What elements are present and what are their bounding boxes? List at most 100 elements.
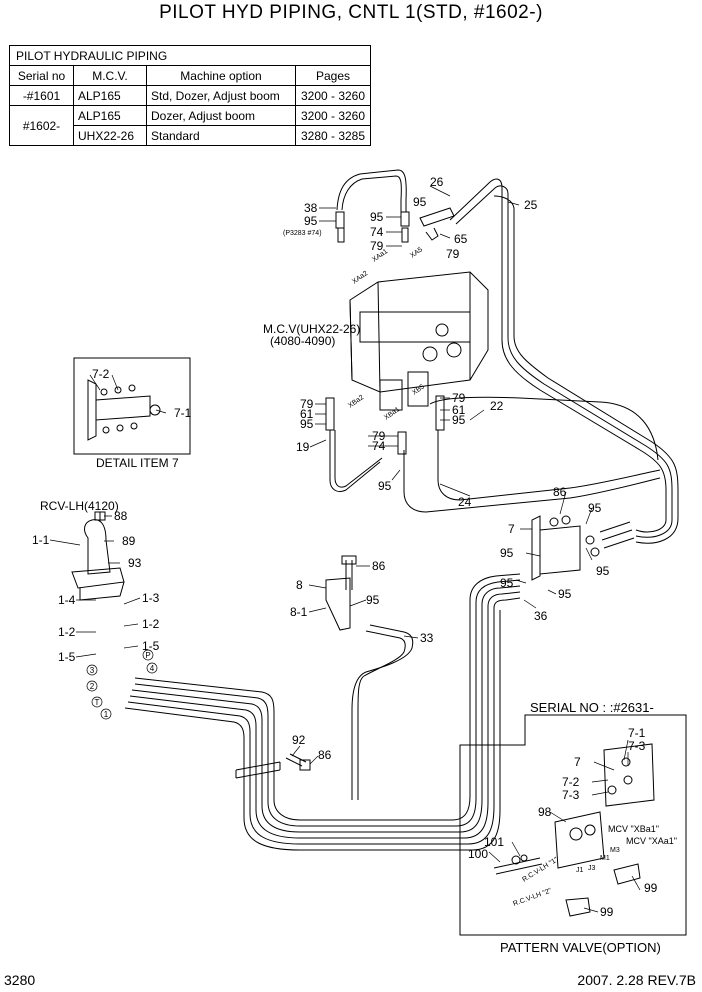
port-label: 3 — [90, 666, 95, 675]
fittings-top — [335, 207, 455, 243]
callout: 74 — [372, 439, 386, 453]
cell-serial: #1602- — [9, 105, 74, 146]
callout: 19 — [296, 440, 310, 454]
callout: 95 — [413, 195, 427, 209]
callout: 101 — [484, 835, 504, 849]
pipe-19 — [329, 430, 383, 493]
serial-box-label: SERIAL NO : :#2631- — [530, 700, 654, 715]
block-item-7 — [531, 515, 635, 581]
callout: 7-3 — [628, 739, 646, 753]
label-rcv-lh-2: R.C.V-LH "2" — [512, 887, 553, 908]
mcv-valve-body — [349, 271, 489, 411]
port-xba2: XBa2 — [347, 394, 365, 410]
callout: 95 — [300, 417, 314, 431]
callout: 88 — [114, 509, 128, 523]
callout: 1-3 — [142, 591, 160, 605]
pipe-33 — [351, 624, 414, 800]
rcv-joystick — [71, 511, 125, 601]
cell-option: Dozer, Adjust boom — [146, 105, 296, 126]
callout: 95 — [366, 593, 380, 607]
callout: 92 — [292, 733, 306, 747]
callout: 8-1 — [290, 605, 308, 619]
ref-p3283: (P3283 #74) — [283, 230, 322, 237]
cell-serial: -#1601 — [9, 85, 74, 106]
callout: 95 — [596, 564, 610, 578]
callout: 86 — [553, 485, 567, 499]
bracket-item-8 — [325, 555, 357, 631]
callout: 95 — [304, 214, 318, 228]
pipe-22-24 — [403, 396, 661, 513]
pattern-valve-label: PATTERN VALVE(OPTION) — [500, 940, 661, 955]
label-j1: J1 — [576, 867, 584, 874]
callout: 99 — [600, 905, 614, 919]
callout: 8 — [296, 578, 303, 592]
callout: 95 — [558, 587, 572, 601]
callout: 95 — [378, 479, 392, 493]
callout: 95 — [452, 413, 466, 427]
callout: 95 — [500, 576, 514, 590]
label-m1: M1 — [600, 855, 610, 862]
bolt-92 — [285, 753, 311, 771]
port-label: P — [145, 651, 150, 660]
page-title: PILOT HYD PIPING, CNTL 1(STD, #1602-) — [159, 2, 543, 23]
port-label: 2 — [90, 682, 95, 691]
revision-label: 2007. 2.28 REV.7B — [577, 972, 696, 988]
callout: 24 — [458, 495, 472, 509]
detail-7-label: DETAIL ITEM 7 — [96, 456, 179, 470]
callout: 98 — [538, 805, 552, 819]
callout: 79 — [370, 239, 384, 253]
mcv-label-range: (4080-4090) — [270, 334, 335, 348]
fittings-lower — [325, 395, 445, 455]
callout: 7-2 — [92, 367, 110, 381]
label-m3: M3 — [610, 847, 620, 854]
pattern-valve — [493, 743, 655, 917]
cell-pages: 3200 - 3260 — [295, 85, 371, 106]
callout: 7 — [508, 522, 515, 536]
callout: 7-3 — [562, 788, 580, 802]
callout: 7-1 — [174, 406, 192, 420]
hose-38 — [336, 169, 407, 212]
callout: 7-2 — [562, 775, 580, 789]
callout: 25 — [524, 198, 538, 212]
callout: 36 — [534, 609, 548, 623]
port-label: 4 — [150, 664, 155, 673]
callout: 79 — [446, 247, 460, 261]
port-label: 1 — [104, 710, 109, 719]
mcv-label: M.C.V(UHX22-26) — [263, 322, 360, 336]
callout: 99 — [644, 881, 658, 895]
callout: 61 — [452, 403, 466, 417]
callout: 1-4 — [58, 593, 76, 607]
callout: 86 — [318, 748, 332, 762]
detail-7-block — [87, 379, 161, 441]
label-rcv-lh-1: R.C.V-LH "1" — [521, 856, 559, 884]
table-row: UHX22-26 Standard 3280 - 3285 — [10, 125, 371, 146]
port-xaa2: XAa2 — [351, 270, 369, 286]
callout: 74 — [370, 225, 384, 239]
callout: 95 — [500, 546, 514, 560]
callout: 65 — [454, 232, 468, 246]
callout: 61 — [300, 407, 314, 421]
page-number: 3280 — [4, 972, 36, 988]
cell-option: Standard — [146, 125, 296, 146]
rcv-label: RCV-LH(4120) — [40, 499, 119, 513]
col-serial: Serial no — [9, 65, 74, 86]
option-box — [459, 714, 687, 936]
callout: 1-2 — [142, 617, 160, 631]
callout: 1-2 — [58, 625, 76, 639]
label-j3: J3 — [588, 865, 596, 872]
cell-pages: 3280 - 3285 — [295, 125, 371, 146]
callout: 93 — [128, 556, 142, 570]
label-mcv-xaa1: MCV "XAa1" — [626, 836, 677, 846]
callout: 1-5 — [142, 639, 160, 653]
callout: 22 — [490, 399, 504, 413]
label-mcv-xba1: MCV "XBa1" — [608, 824, 659, 834]
callout: 89 — [122, 534, 136, 548]
callout: 79 — [452, 391, 466, 405]
callout: 7 — [574, 755, 581, 769]
callout: 79 — [372, 429, 386, 443]
callout: 79 — [300, 397, 314, 411]
callout: 7-1 — [628, 726, 646, 740]
callout: 100 — [468, 847, 488, 861]
port-xb5: XB5 — [411, 383, 426, 396]
